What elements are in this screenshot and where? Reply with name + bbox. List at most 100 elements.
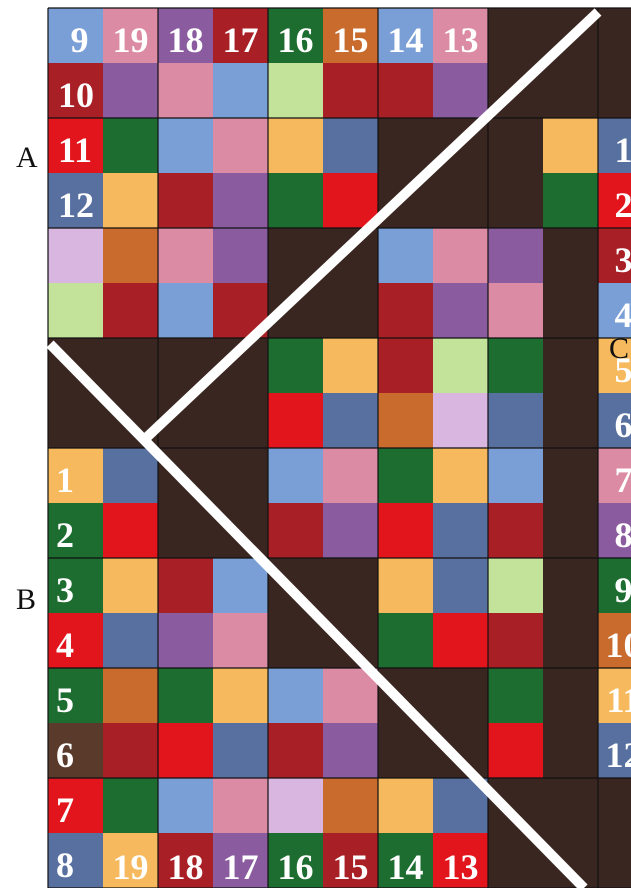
patch-bg: [543, 283, 598, 338]
patch-red: [378, 283, 433, 338]
patch-number-b-left: 7: [56, 790, 74, 830]
patch-number-c: 9: [615, 570, 631, 610]
patch-number-a-left: 11: [58, 130, 92, 170]
patch-bg: [543, 723, 598, 778]
patch-green: [268, 338, 323, 393]
patch-green: [488, 668, 543, 723]
patch-lilac: [268, 778, 323, 833]
patch-number-b-bottom: 18: [168, 847, 204, 887]
patch-bg: [598, 833, 631, 888]
patch-navy: [323, 118, 378, 173]
patch-red: [268, 503, 323, 558]
patch-number-b-bottom: 19: [113, 847, 149, 887]
patch-bg: [598, 8, 631, 63]
patch-yellow: [213, 668, 268, 723]
patch-bg: [323, 558, 378, 613]
patch-red: [268, 723, 323, 778]
patch-pink: [213, 613, 268, 668]
patch-number-c: 12: [606, 735, 631, 775]
patch-bg: [158, 503, 213, 558]
patch-bg: [213, 448, 268, 503]
patch-yellow: [103, 558, 158, 613]
patch-green: [543, 173, 598, 228]
patch-purple: [488, 228, 543, 283]
patch-blue: [488, 448, 543, 503]
patch-purple: [103, 63, 158, 118]
patch-pink: [158, 228, 213, 283]
patch-number-b-bottom: 16: [278, 847, 314, 887]
patch-navy: [213, 723, 268, 778]
patch-number-b-bottom: 17: [223, 847, 259, 887]
patch-purple: [433, 283, 488, 338]
patch-green: [158, 668, 213, 723]
patch-navy: [323, 393, 378, 448]
patch-navy: [103, 613, 158, 668]
patch-number-a-top: 18: [168, 20, 204, 60]
patch-number-b-left: 3: [56, 570, 74, 610]
patch-bg: [433, 723, 488, 778]
patch-purple: [323, 503, 378, 558]
patch-yellow: [323, 338, 378, 393]
patch-green: [378, 613, 433, 668]
patch-bg: [378, 118, 433, 173]
patch-lilac: [48, 228, 103, 283]
patch-bg: [543, 613, 598, 668]
patch-lime: [433, 338, 488, 393]
patch-blue: [158, 778, 213, 833]
patch-pink: [213, 118, 268, 173]
patch-lime: [48, 283, 103, 338]
patch-navy: [433, 558, 488, 613]
patch-pink: [323, 448, 378, 503]
patch-pink: [158, 63, 213, 118]
patch-red: [378, 338, 433, 393]
patch-number-b-left: 2: [56, 515, 74, 555]
patch-green: [488, 338, 543, 393]
patch-red: [103, 723, 158, 778]
patch-red: [378, 63, 433, 118]
patch-bg: [488, 173, 543, 228]
patch-number-c: 3: [615, 240, 631, 280]
patch-pink: [433, 228, 488, 283]
patch-orange: [323, 778, 378, 833]
patch-number-b-left: 6: [56, 735, 74, 775]
patch-orange: [103, 668, 158, 723]
patch-brightred: [488, 723, 543, 778]
patch-green: [103, 118, 158, 173]
patch-yellow: [543, 118, 598, 173]
section-label-c: C: [609, 334, 629, 364]
patch-bg: [598, 778, 631, 833]
patch-brightred: [158, 723, 213, 778]
patch-number-b-bottom: 15: [333, 847, 369, 887]
patch-bg: [543, 558, 598, 613]
patch-bg: [268, 558, 323, 613]
patch-purple: [213, 173, 268, 228]
patch-number-b-left: 1: [56, 460, 74, 500]
patch-bg: [213, 393, 268, 448]
patch-yellow: [268, 118, 323, 173]
patch-number-b-left: 5: [56, 680, 74, 720]
patch-yellow: [103, 173, 158, 228]
patch-orange: [103, 228, 158, 283]
section-label-a: A: [16, 143, 38, 173]
patch-bg: [543, 63, 598, 118]
patch-red: [158, 173, 213, 228]
patch-bg: [433, 668, 488, 723]
patch-number-c: 11: [606, 680, 631, 720]
patch-red: [323, 63, 378, 118]
patch-number-b-bottom: 13: [443, 847, 479, 887]
patch-purple: [213, 228, 268, 283]
patch-number-a-top: 13: [443, 20, 479, 60]
patch-bg: [48, 393, 103, 448]
patch-bg: [543, 503, 598, 558]
patch-number-b-bottom: 14: [388, 847, 424, 887]
patch-bg: [378, 668, 433, 723]
patch-number-c: 10: [606, 625, 631, 665]
patch-bg: [103, 338, 158, 393]
patch-number-a-top: 9: [71, 20, 89, 60]
patch-blue: [158, 118, 213, 173]
patch-lime: [268, 63, 323, 118]
patch-blue: [213, 63, 268, 118]
patch-number-b-left: 4: [56, 625, 74, 665]
patch-number-b-left: 8: [56, 845, 74, 885]
